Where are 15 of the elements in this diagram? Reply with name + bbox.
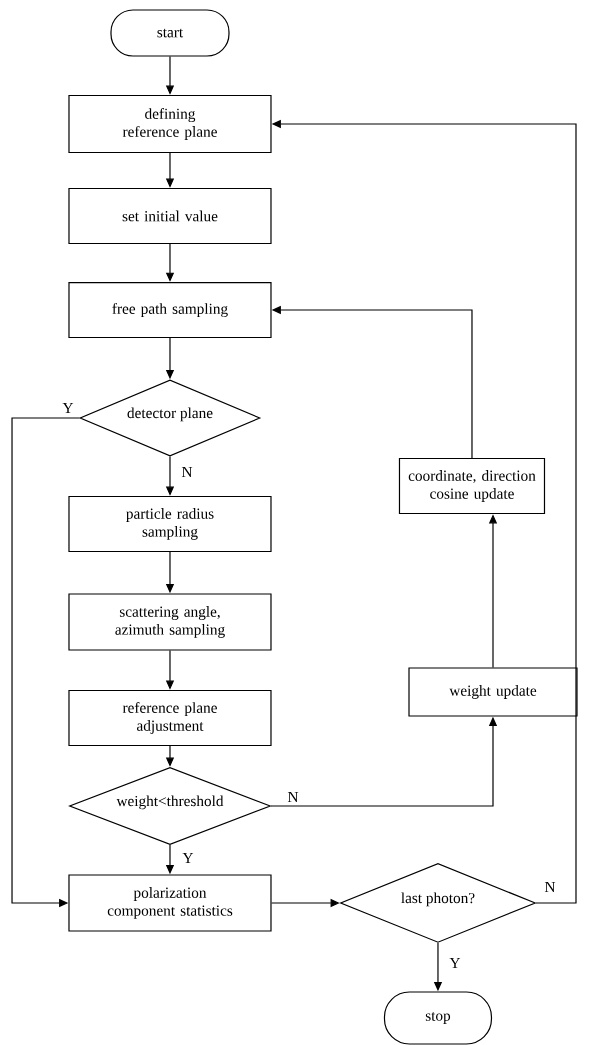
process-box: weight update (408, 667, 578, 717)
process-box: free path sampling (68, 281, 272, 339)
edge-label: Y (61, 401, 75, 415)
process-box: coordinate, direction cosine update (398, 457, 546, 515)
edge-label: N (180, 465, 194, 479)
edge-label: N (286, 790, 300, 804)
process-box: polarization component statistics (68, 874, 272, 932)
process-box: defining reference plane (68, 94, 272, 154)
process-box: reference plane adjustment (68, 689, 272, 747)
edge-label: N (543, 880, 557, 894)
edge-label: Y (181, 851, 195, 865)
edge-label: Y (448, 956, 462, 970)
process-box: set initial value (68, 187, 272, 245)
process-box: particle radius sampling (68, 495, 272, 553)
process-box: scattering angle, azimuth sampling (68, 593, 272, 651)
